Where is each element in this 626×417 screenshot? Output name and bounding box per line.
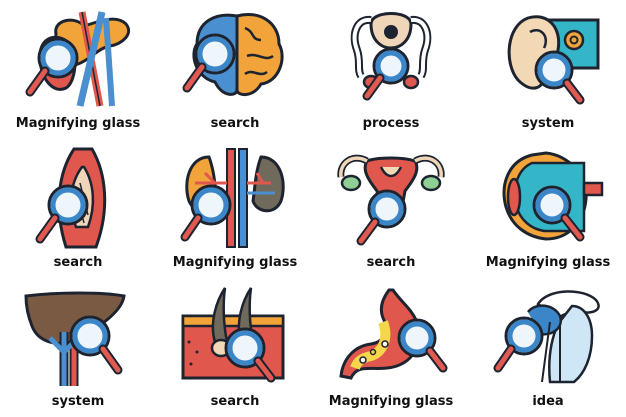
icon-label: system <box>521 116 575 131</box>
icon-label: search <box>366 255 416 270</box>
icon-card-ear: system <box>470 0 626 139</box>
icon-card-hair-follicle: search <box>157 278 313 417</box>
icon-label: system <box>51 394 105 409</box>
icon-card-pancreas: Magnifying glass <box>0 0 156 139</box>
icon-card-muscle: search <box>0 139 156 278</box>
icon-card-stomach: Magnifying glass <box>313 278 469 417</box>
icon-label: process <box>362 116 420 131</box>
icon-card-uterus: search <box>313 139 469 278</box>
brain-icon <box>182 13 284 96</box>
uterus-icon <box>337 154 445 246</box>
icon-label: Magnifying glass <box>328 394 454 409</box>
icon-label: Magnifying glass <box>485 255 611 270</box>
icon-label: Magnifying glass <box>15 116 141 131</box>
icon-label: Magnifying glass <box>172 255 298 270</box>
eye-icon <box>502 151 604 242</box>
icon-card-brain: search <box>157 0 313 139</box>
icon-card-liver: system <box>0 278 156 417</box>
shoulder-bone-icon <box>493 290 600 384</box>
icon-card-shoulder-bone: idea <box>470 278 626 417</box>
bladder-icon <box>350 12 432 101</box>
icon-label: search <box>210 394 260 409</box>
icon-label: search <box>210 116 260 131</box>
pancreas-icon <box>25 11 131 107</box>
icon-card-kidneys: Magnifying glass <box>157 139 313 278</box>
kidneys-icon <box>180 148 285 248</box>
icon-card-bladder: process <box>313 0 469 139</box>
stomach-icon <box>339 288 448 380</box>
liver-icon <box>24 291 126 386</box>
icon-card-eye: Magnifying glass <box>470 139 626 278</box>
icon-label: search <box>53 255 103 270</box>
muscle-icon <box>35 147 107 249</box>
icon-label: idea <box>532 394 564 409</box>
hair-follicle-icon <box>181 287 285 383</box>
ear-icon <box>507 15 600 105</box>
